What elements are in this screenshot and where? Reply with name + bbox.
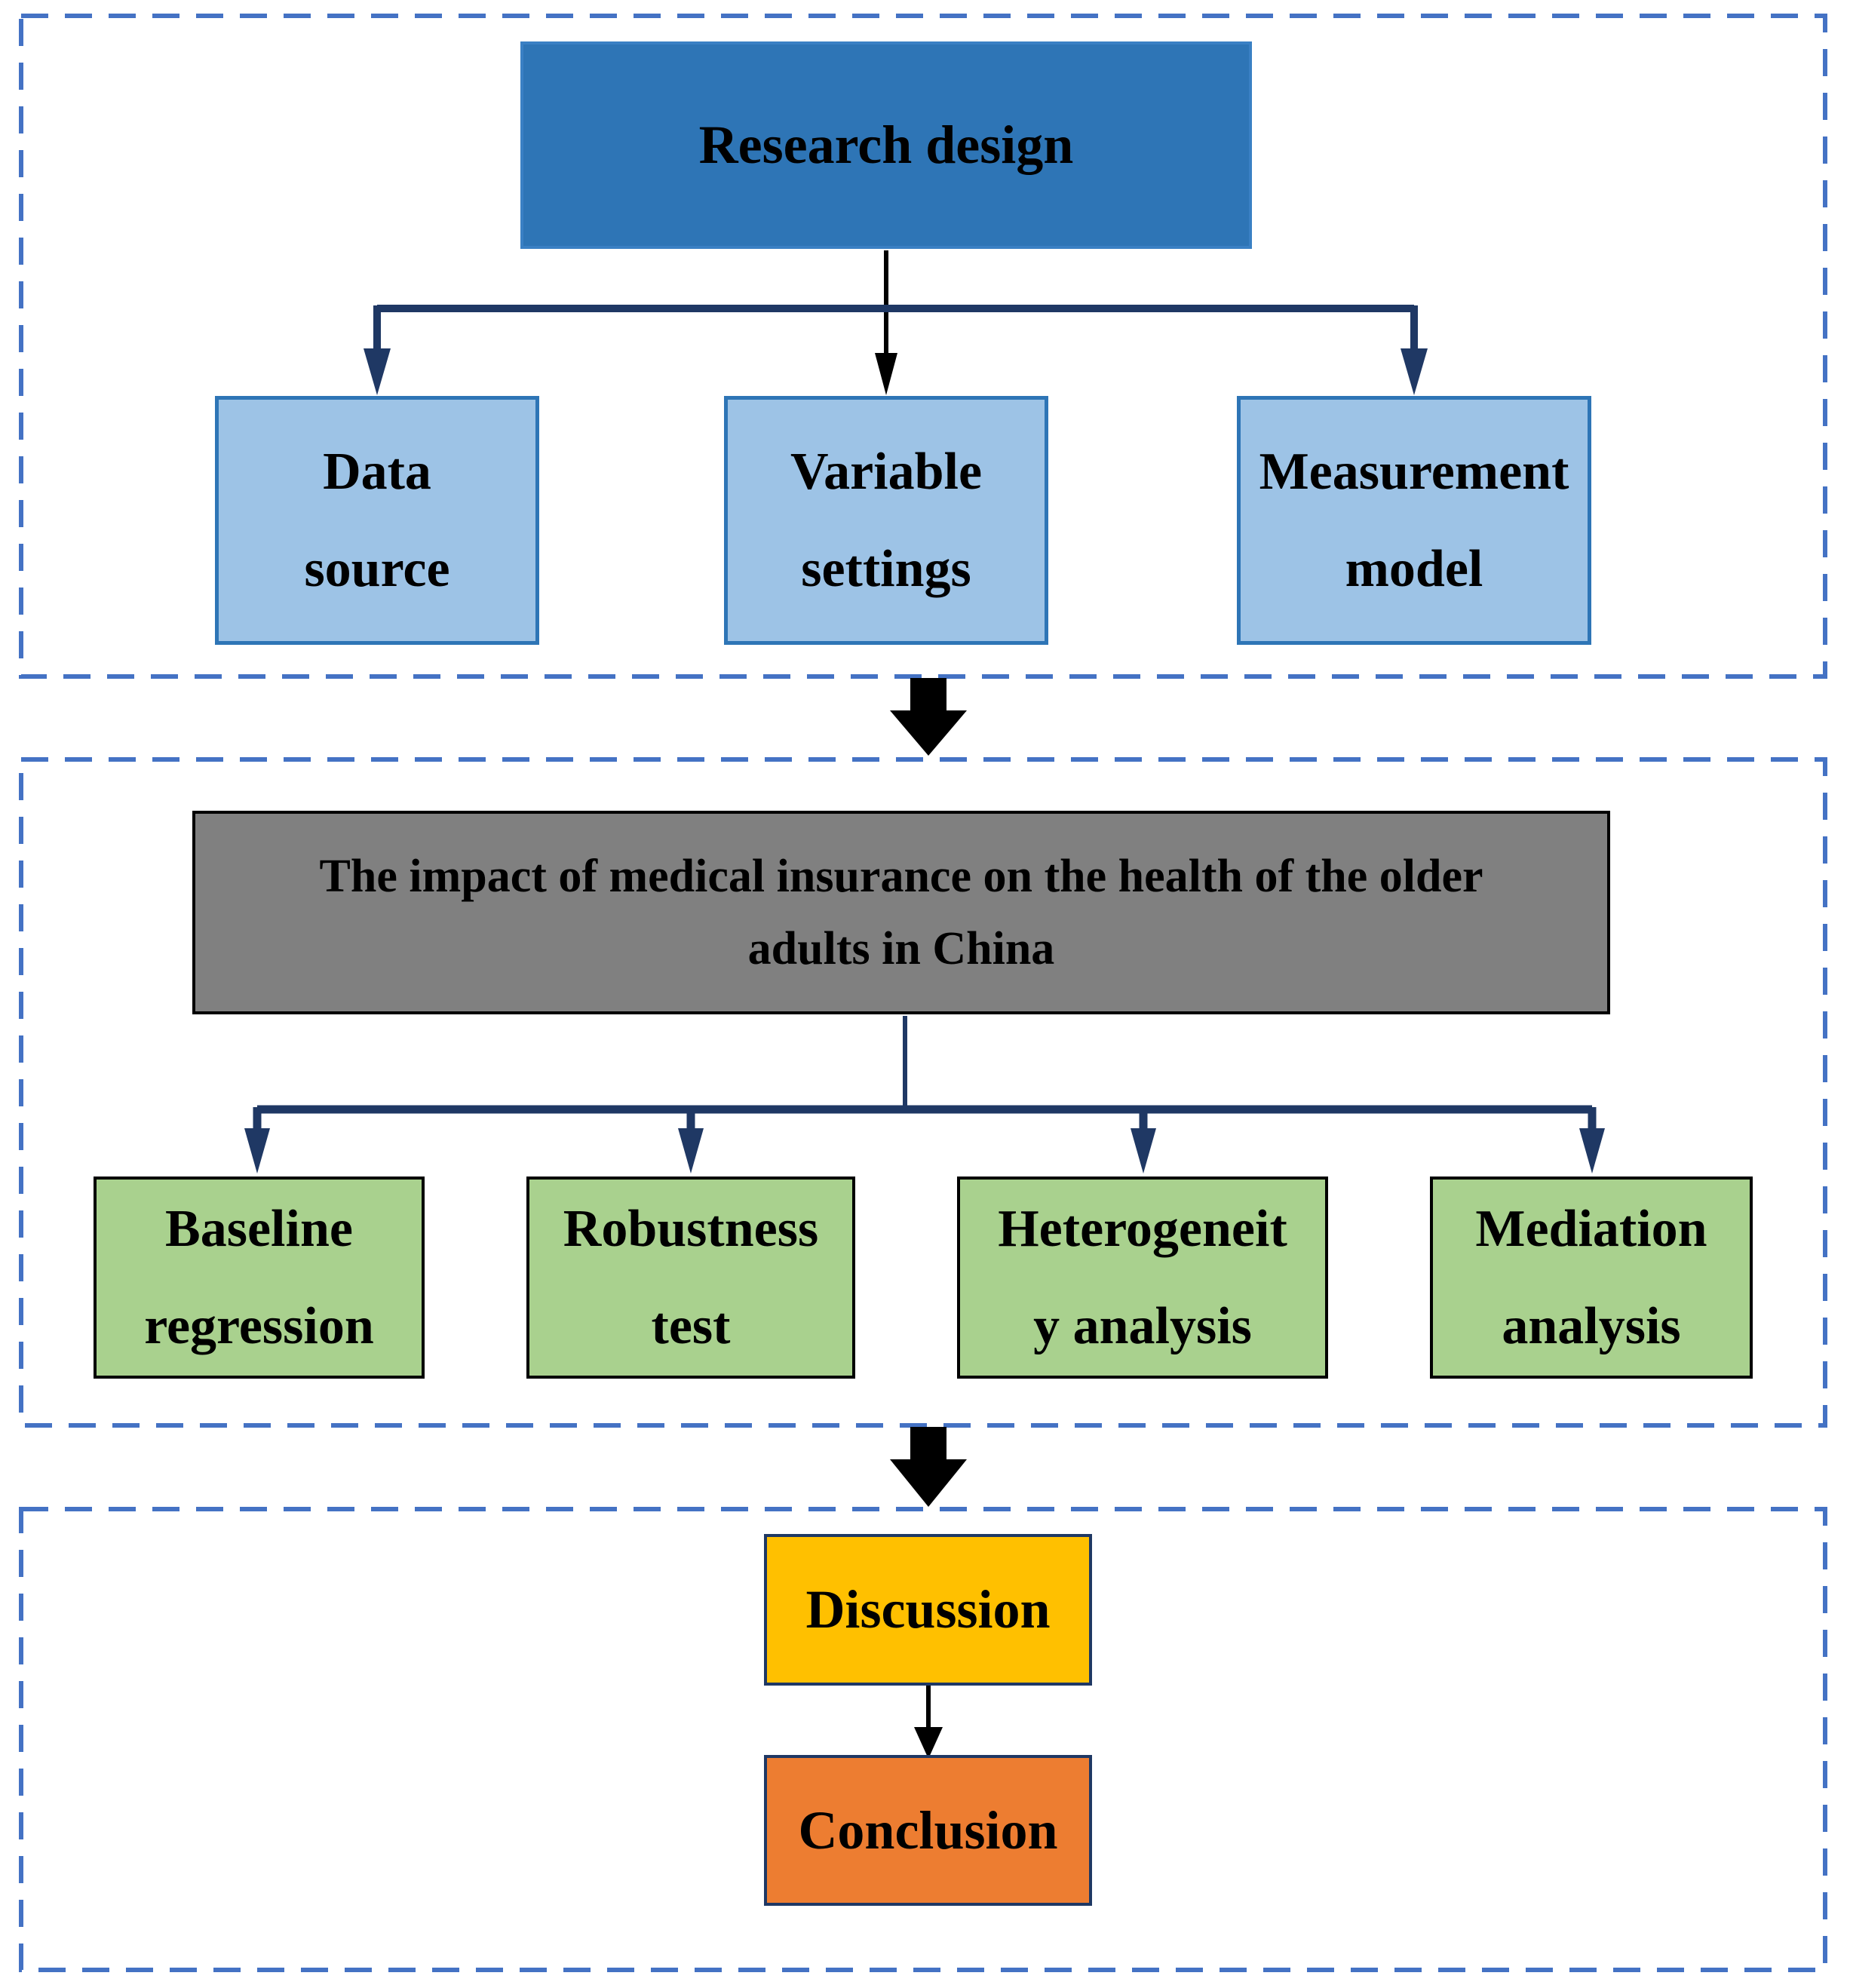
variable-settings-box: Variable settings <box>724 396 1048 645</box>
data-source-box: Data source <box>215 396 539 645</box>
variable-settings-line2: settings <box>801 540 971 598</box>
section-frame-discussion <box>19 1507 1827 1972</box>
block-arrow-down-1-icon <box>890 678 967 756</box>
conclusion-label: Conclusion <box>798 1799 1058 1861</box>
arrowhead-variable-settings-icon <box>875 353 897 395</box>
research-design-label: Research design <box>698 115 1074 175</box>
measurement-model-line1: Measurement <box>1259 442 1569 501</box>
impact-statement-line2: adults in China <box>747 923 1055 974</box>
heterogeneity-analysis-line2: y analysis <box>1033 1297 1252 1355</box>
robustness-test-box: Robustness test <box>526 1177 855 1379</box>
arrowhead-conclusion-icon <box>914 1727 943 1759</box>
arrowhead-robustness-icon <box>678 1128 704 1173</box>
discussion-box: Discussion <box>764 1534 1092 1686</box>
baseline-regression-line1: Baseline <box>165 1199 353 1258</box>
block-arrow-down-2-icon <box>890 1427 967 1507</box>
connector-research-branch <box>373 305 1418 351</box>
mediation-analysis-line1: Mediation <box>1475 1199 1707 1258</box>
data-source-line1: Data <box>323 442 431 501</box>
section-frame-research-design <box>19 14 1827 679</box>
heterogeneity-analysis-line1: Heterogeneit <box>998 1199 1287 1258</box>
robustness-test-line1: Robustness <box>563 1199 819 1258</box>
arrowhead-data-source-icon <box>364 348 391 395</box>
research-design-box: Research design <box>520 41 1252 249</box>
measurement-model-box: Measurement model <box>1237 396 1591 645</box>
mediation-analysis-line2: analysis <box>1502 1297 1681 1355</box>
impact-statement-box: The impact of medical insurance on the h… <box>192 811 1610 1014</box>
heterogeneity-analysis-box: Heterogeneit y analysis <box>957 1177 1328 1379</box>
discussion-label: Discussion <box>805 1579 1051 1640</box>
robustness-test-line2: test <box>651 1297 731 1355</box>
conclusion-box: Conclusion <box>764 1755 1092 1906</box>
section-frame-analysis <box>19 757 1827 1428</box>
measurement-model-line2: model <box>1345 540 1483 598</box>
baseline-regression-box: Baseline regression <box>94 1177 425 1379</box>
mediation-analysis-box: Mediation analysis <box>1430 1177 1753 1379</box>
impact-statement-line1: The impact of medical insurance on the h… <box>319 850 1483 902</box>
arrowhead-baseline-icon <box>244 1128 270 1173</box>
data-source-line2: source <box>304 540 450 598</box>
connector-analysis-branch <box>253 1105 1597 1131</box>
arrowhead-heterogeneity-icon <box>1131 1128 1156 1173</box>
arrowhead-measurement-model-icon <box>1401 348 1428 395</box>
baseline-regression-line2: regression <box>144 1297 374 1355</box>
arrowhead-mediation-icon <box>1579 1128 1605 1173</box>
variable-settings-line1: Variable <box>790 442 983 501</box>
